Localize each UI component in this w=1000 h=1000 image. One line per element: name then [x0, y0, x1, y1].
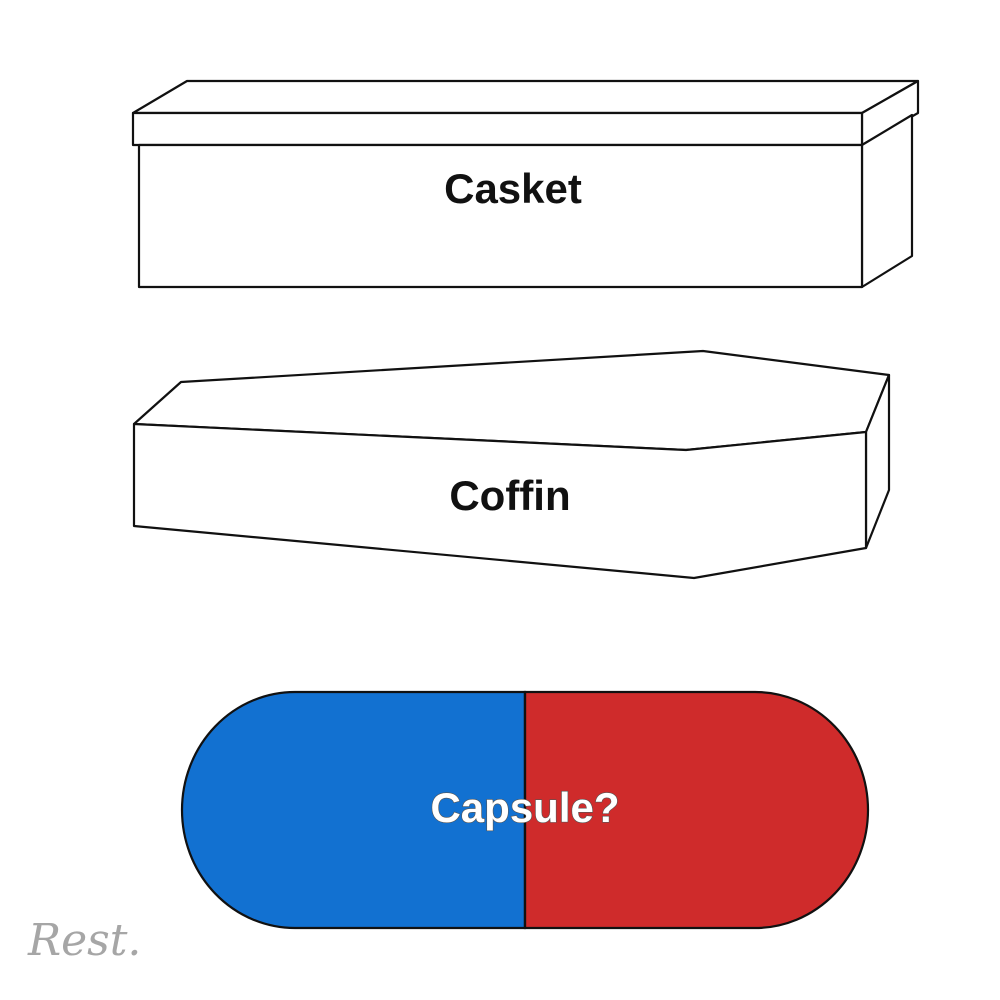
- casket-lid-top: [133, 81, 918, 113]
- coffin-label: Coffin: [449, 472, 570, 519]
- coffin-shape: Coffin: [134, 351, 889, 578]
- casket-label: Casket: [444, 165, 582, 212]
- rest-logo: Rest.: [27, 915, 141, 966]
- casket-shape: Casket: [133, 81, 918, 287]
- capsule-shape: Capsule?: [182, 692, 868, 928]
- casket-lid-front: [133, 113, 862, 145]
- casket-body-side: [862, 115, 912, 287]
- capsule-label: Capsule?: [430, 784, 619, 831]
